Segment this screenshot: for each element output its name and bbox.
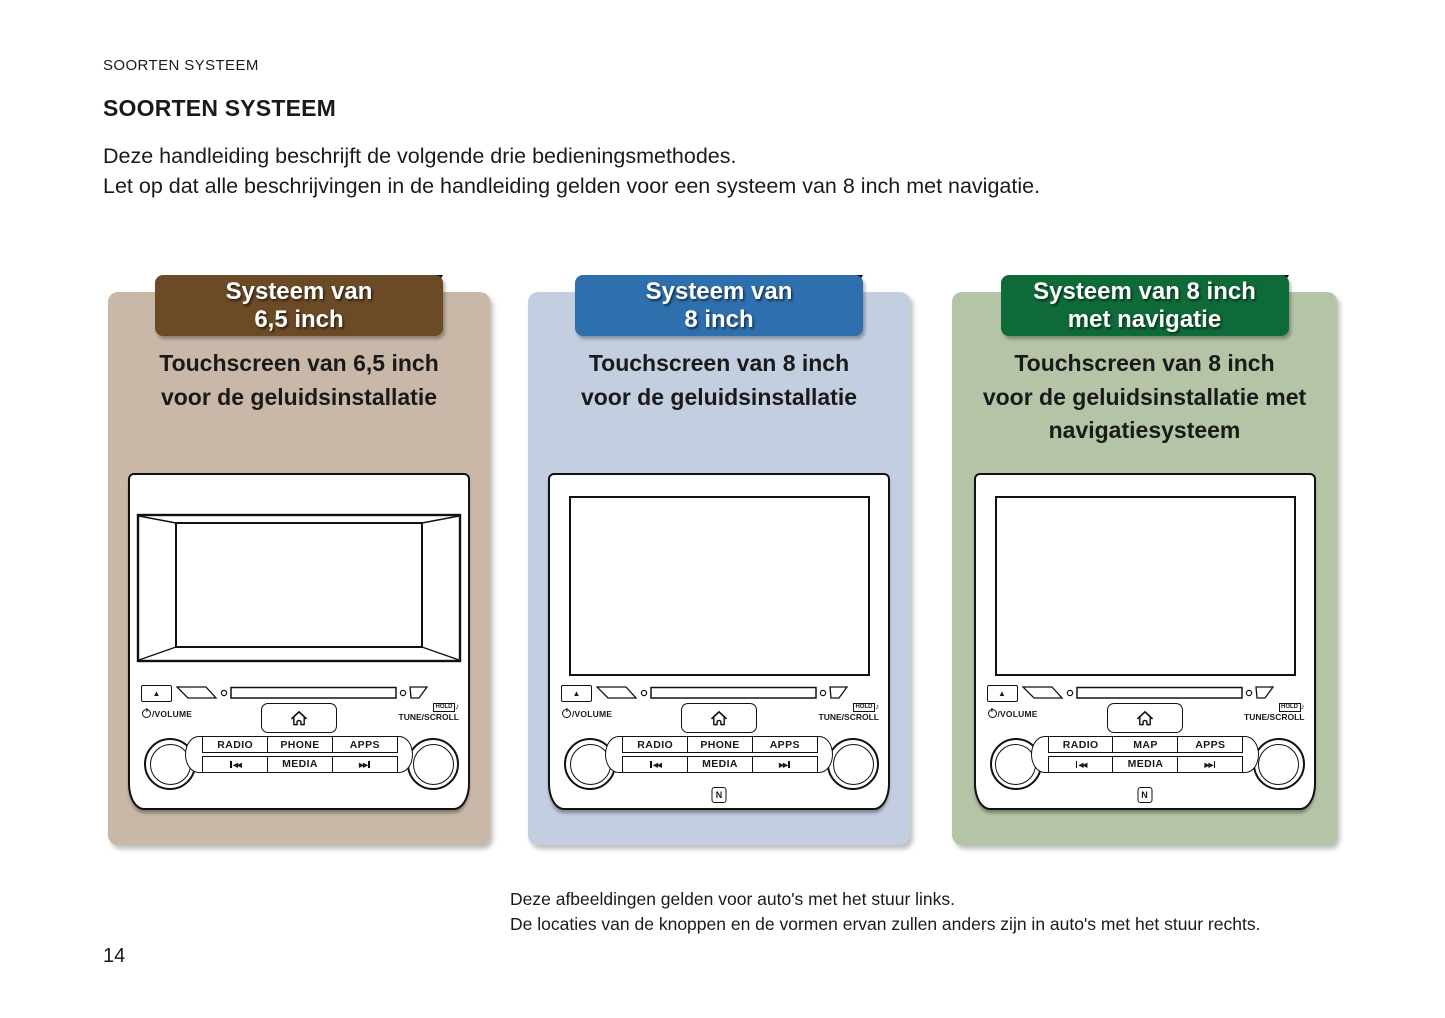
apps-button[interactable]: APPS	[1177, 736, 1244, 753]
panel-description: Touchscreen van 8 inch voor de geluidsin…	[952, 347, 1337, 448]
music-note-icon: ♪	[875, 702, 879, 711]
nfc-mark: N	[711, 787, 727, 803]
hold-badge: HOLD	[1278, 703, 1301, 712]
power-icon	[987, 709, 997, 718]
panel-description: Touchscreen van 8 inch voor de geluidsin…	[528, 347, 910, 414]
intro-line-2: Let op dat alle beschrijvingen in de han…	[103, 173, 1041, 198]
eject-button[interactable]: ▲	[986, 685, 1018, 702]
head-unit-8inch: ▲ /VOLUME HOLD♪ TUNE/SCROLL	[548, 473, 890, 810]
footnote: Deze afbeeldingen gelden voor auto's met…	[510, 887, 1260, 936]
previous-track-button[interactable]: ◀◀	[202, 755, 269, 773]
system-panel-65inch: Systeem van 6,5 inch Touchscreen van 6,5…	[108, 275, 490, 845]
apps-button[interactable]: APPS	[331, 736, 398, 753]
system-banner-8inch-nav: Systeem van 8 inch met navigatie	[1000, 275, 1289, 336]
banner-line-1: Systeem van	[225, 278, 373, 305]
tune-scroll-knob[interactable]	[1252, 738, 1305, 790]
home-button[interactable]	[1106, 703, 1183, 733]
touchscreen-65inch[interactable]	[136, 513, 462, 663]
hard-button-grid: RADIO PHONE APPS ◀◀ MEDIA ▶▶	[622, 736, 818, 775]
eject-icon: ▲	[572, 688, 581, 698]
eject-icon: ▲	[152, 688, 161, 698]
disc-slot[interactable]	[596, 685, 848, 700]
page-title: SOORTEN SYSTEEM	[103, 95, 337, 121]
next-track-button[interactable]: ▶▶	[751, 755, 818, 773]
tune-scroll-label: HOLD♪ TUNE/SCROLL	[398, 702, 459, 722]
system-panel-8inch: Systeem van 8 inch Touchscreen van 8 inc…	[528, 275, 910, 845]
eject-button[interactable]: ▲	[561, 685, 592, 702]
volume-label: /VOLUME	[987, 709, 1038, 719]
system-panel-8inch-nav: Systeem van 8 inch met navigatie Touchsc…	[952, 275, 1337, 845]
head-unit-8inch-nav: ▲ /VOLUME HOLD♪ TUNE/SCROLL	[973, 473, 1316, 810]
description-line: voor de geluidsinstallatie	[160, 383, 438, 410]
footnote-line-2: De locaties van de knoppen en de vormen …	[510, 913, 1261, 934]
radio-button[interactable]: RADIO	[1047, 736, 1114, 753]
hard-button-grid: RADIO PHONE APPS ◀◀ MEDIA ▶▶	[202, 736, 398, 775]
next-track-icon: ▶▶	[779, 758, 791, 770]
home-button[interactable]	[681, 703, 757, 733]
banner-line-2: 8 inch	[684, 306, 754, 333]
description-line: Touchscreen van 8 inch	[588, 350, 850, 376]
head-unit-65inch: ▲ /VOLUME HOLD♪ TUNE/SCROLL	[128, 473, 470, 810]
panel-description: Touchscreen van 6,5 inch voor de geluids…	[108, 347, 490, 414]
intro-paragraph: Deze handleiding beschrijft de volgende …	[103, 142, 1040, 201]
media-button[interactable]: MEDIA	[1112, 755, 1179, 773]
eject-icon: ▲	[998, 688, 1006, 698]
description-line: voor de geluidsinstallatie	[580, 383, 858, 410]
previous-track-icon: ◀◀	[649, 758, 662, 770]
running-head: SOORTEN SYSTEEM	[103, 57, 259, 74]
next-track-icon: ▶▶	[359, 758, 371, 770]
power-icon	[142, 709, 151, 718]
apps-button[interactable]: APPS	[751, 736, 818, 753]
radio-button[interactable]: RADIO	[622, 736, 689, 753]
home-icon	[291, 710, 307, 725]
description-line: Touchscreen van 8 inch	[1014, 350, 1275, 376]
banner-line-1: Systeem van	[645, 278, 793, 305]
home-icon	[711, 710, 727, 725]
disc-slot[interactable]	[176, 685, 428, 700]
home-button[interactable]	[261, 703, 337, 733]
tune-scroll-label: HOLD♪ TUNE/SCROLL	[1244, 702, 1305, 722]
music-note-icon: ♪	[1300, 702, 1305, 711]
banner-line-2: met navigatie	[1067, 306, 1222, 333]
description-line: Touchscreen van 6,5 inch	[159, 350, 439, 376]
hold-badge: HOLD	[433, 703, 455, 712]
footnote-line-1: Deze afbeeldingen gelden voor auto's met…	[510, 889, 956, 909]
radio-button[interactable]: RADIO	[202, 736, 269, 753]
tune-scroll-label: HOLD♪ TUNE/SCROLL	[818, 702, 879, 722]
nfc-mark: N	[1137, 787, 1152, 803]
system-banner-65inch: Systeem van 6,5 inch	[155, 275, 443, 336]
description-line: navigatiesysteem	[1048, 417, 1241, 443]
media-button[interactable]: MEDIA	[266, 755, 334, 773]
eject-button[interactable]: ▲	[141, 685, 172, 702]
phone-button[interactable]: PHONE	[686, 736, 754, 753]
hard-button-grid: RADIO MAP APPS ◀◀ MEDIA ▶▶	[1047, 736, 1244, 775]
previous-track-icon: ◀◀	[1075, 758, 1087, 770]
power-icon	[562, 709, 571, 718]
system-banner-8inch: Systeem van 8 inch	[575, 275, 863, 336]
previous-track-button[interactable]: ◀◀	[1047, 755, 1114, 773]
intro-line-1: Deze handleiding beschrijft de volgende …	[103, 144, 737, 168]
hold-badge: HOLD	[853, 703, 875, 712]
banner-line-1: Systeem van 8 inch	[1033, 278, 1256, 305]
next-track-button[interactable]: ▶▶	[331, 755, 398, 773]
map-button[interactable]: MAP	[1112, 736, 1179, 753]
banner-line-2: 6,5 inch	[254, 306, 344, 333]
previous-track-button[interactable]: ◀◀	[622, 755, 689, 773]
page-number: 14	[103, 945, 126, 967]
previous-track-icon: ◀◀	[229, 758, 242, 770]
description-line: voor de geluidsinstallatie met	[982, 383, 1307, 410]
volume-label: /VOLUME	[142, 709, 192, 719]
next-track-icon: ▶▶	[1205, 758, 1217, 770]
home-icon	[1136, 710, 1153, 725]
tune-scroll-knob[interactable]	[407, 738, 459, 790]
phone-button[interactable]: PHONE	[266, 736, 334, 753]
volume-label: /VOLUME	[562, 709, 612, 719]
next-track-button[interactable]: ▶▶	[1177, 755, 1244, 773]
touchscreen-8inch[interactable]	[569, 496, 870, 676]
disc-slot[interactable]	[1021, 685, 1274, 700]
music-note-icon: ♪	[455, 702, 459, 711]
touchscreen-8inch-nav[interactable]	[994, 496, 1296, 676]
media-button[interactable]: MEDIA	[686, 755, 754, 773]
tune-scroll-knob[interactable]	[827, 738, 879, 790]
